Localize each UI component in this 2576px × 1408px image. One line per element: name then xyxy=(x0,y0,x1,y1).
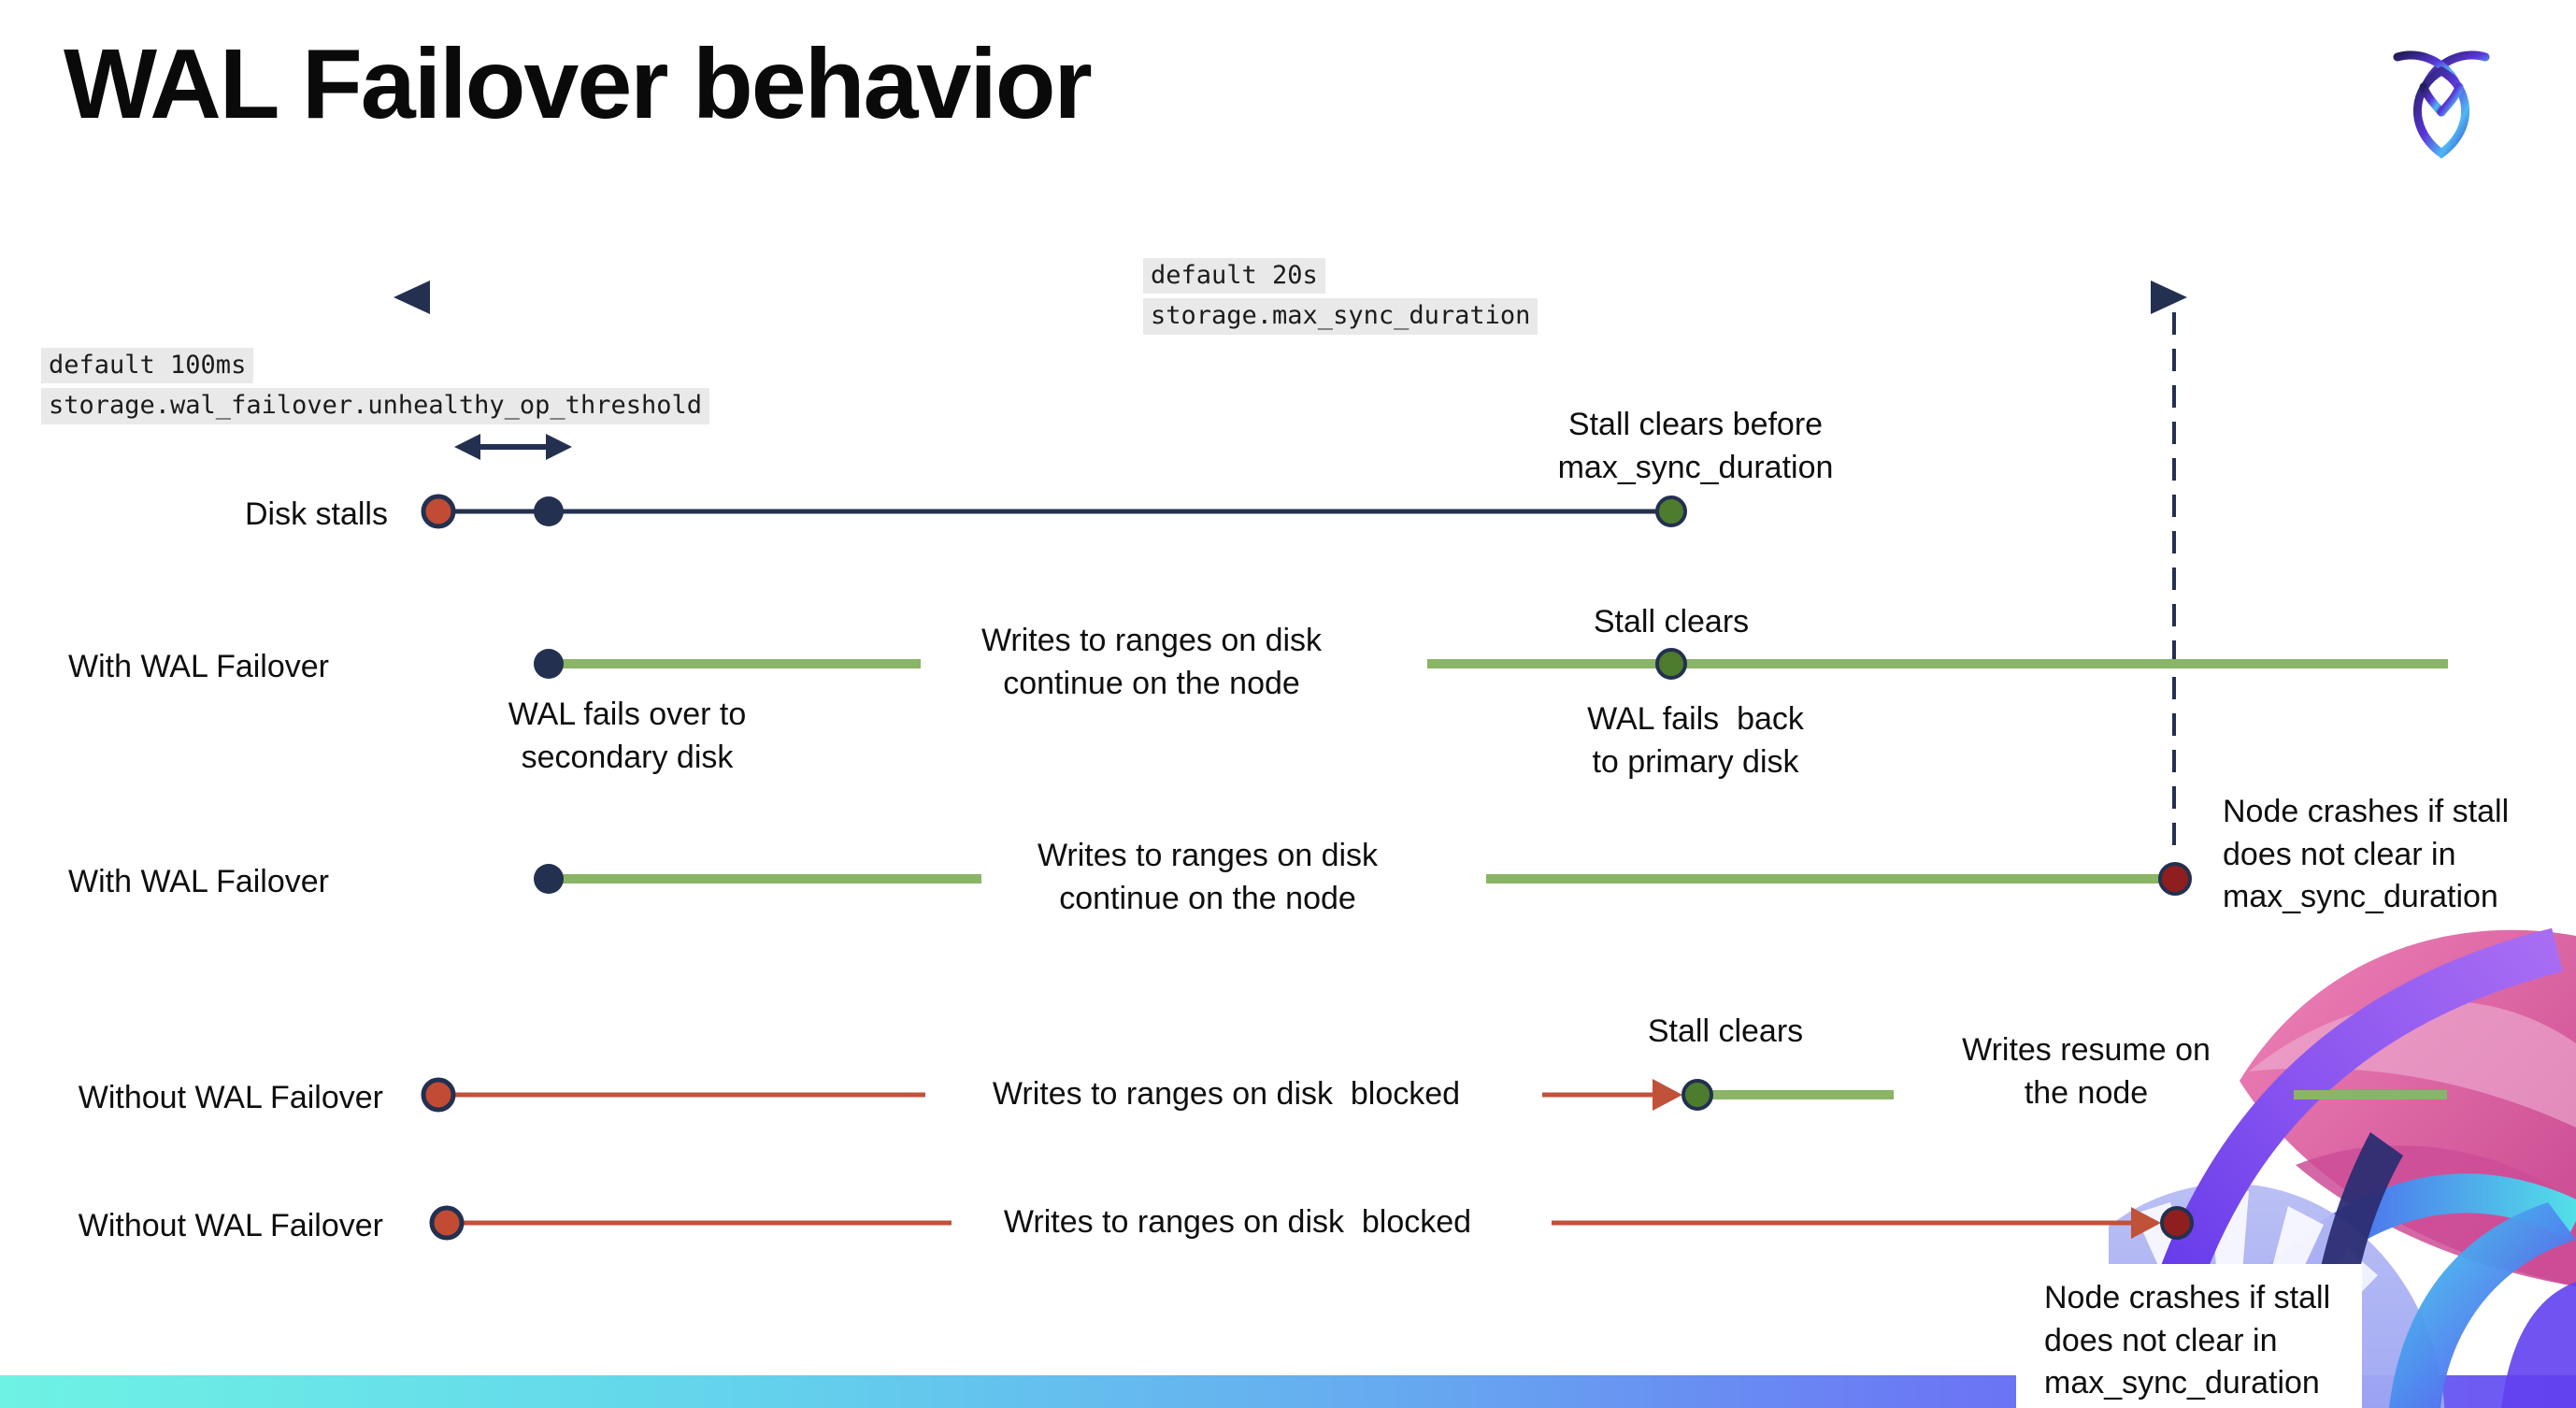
stall-start-dot xyxy=(429,1205,465,1241)
row-label-with-wal-failover: With WAL Failover xyxy=(68,649,329,684)
timeline-with-failover-clears xyxy=(534,648,2448,680)
annotation-stall-clears: Stall clears xyxy=(1647,1013,1804,1049)
annotation-node-crashes: Node crashes if stall does not clear in … xyxy=(2223,794,2510,915)
annotation-stall-clears: Stall clears xyxy=(1593,604,1750,639)
annotation-stall-clears-before: Stall clears before max_sync_duration xyxy=(1557,407,1834,485)
row-label-disk-stalls: Disk stalls xyxy=(244,496,388,532)
annotation-node-crashes: Node crashes if stall does not clear in … xyxy=(2044,1280,2331,1401)
failover-dot xyxy=(534,864,564,894)
annotation-writes-blocked: Writes to ranges on disk blocked xyxy=(1003,1204,1472,1240)
row-label-without-wal-failover: Without WAL Failover xyxy=(78,1208,383,1243)
max-sync-duration-arrow xyxy=(394,280,2187,314)
crash-dot xyxy=(2158,862,2192,896)
config-setting-name: storage.wal_failover.unhealthy_op_thresh… xyxy=(41,388,709,424)
cockroachdb-logo-icon xyxy=(2393,50,2490,159)
unhealthy-op-threshold-config: default 100ms storage.wal_failover.unhea… xyxy=(41,348,709,429)
config-default-value: default 100ms xyxy=(41,348,254,384)
annotation-writes-continue: Writes to ranges on disk continue on the… xyxy=(1037,838,1379,916)
row-label-without-wal-failover: Without WAL Failover xyxy=(78,1080,383,1115)
annotation-writes-resume: Writes resume on the node xyxy=(1962,1032,2211,1111)
stall-clear-dot xyxy=(1655,496,1687,527)
threshold-dot xyxy=(534,496,564,526)
node-crashes-note-box: Node crashes if stall does not clear in … xyxy=(2016,1264,2362,1408)
config-setting-name: storage.max_sync_duration xyxy=(1143,298,1538,335)
timeline-with-failover-crash xyxy=(534,862,2192,896)
max-sync-duration-config: default 20s storage.max_sync_duration xyxy=(1143,258,1538,339)
crash-dot xyxy=(2160,1206,2194,1240)
annotation-writes-continue: Writes to ranges on disk continue on the… xyxy=(980,623,1323,701)
annotation-wal-fails-over: WAL fails over to secondary disk xyxy=(508,697,747,775)
timeline-disk-stalls xyxy=(421,494,1687,529)
annotation-writes-blocked: Writes to ranges on disk blocked xyxy=(992,1076,1461,1112)
stall-start-dot xyxy=(421,494,456,529)
annotation-wal-fails-back: WAL fails back to primary disk xyxy=(1587,701,1804,780)
unhealthy-op-threshold-arrow xyxy=(454,434,572,460)
row-label-with-wal-failover: With WAL Failover xyxy=(68,864,329,899)
stall-clear-dot xyxy=(1682,1079,1713,1111)
stall-clear-dot xyxy=(1655,648,1687,680)
config-default-value: default 20s xyxy=(1143,258,1325,295)
stall-start-dot xyxy=(421,1077,456,1113)
timeline-without-failover-crash xyxy=(429,1205,2194,1241)
failover-dot xyxy=(534,649,564,679)
timeline-without-failover-clears xyxy=(421,1077,2447,1113)
page-title: WAL Failover behavior xyxy=(64,29,1093,139)
